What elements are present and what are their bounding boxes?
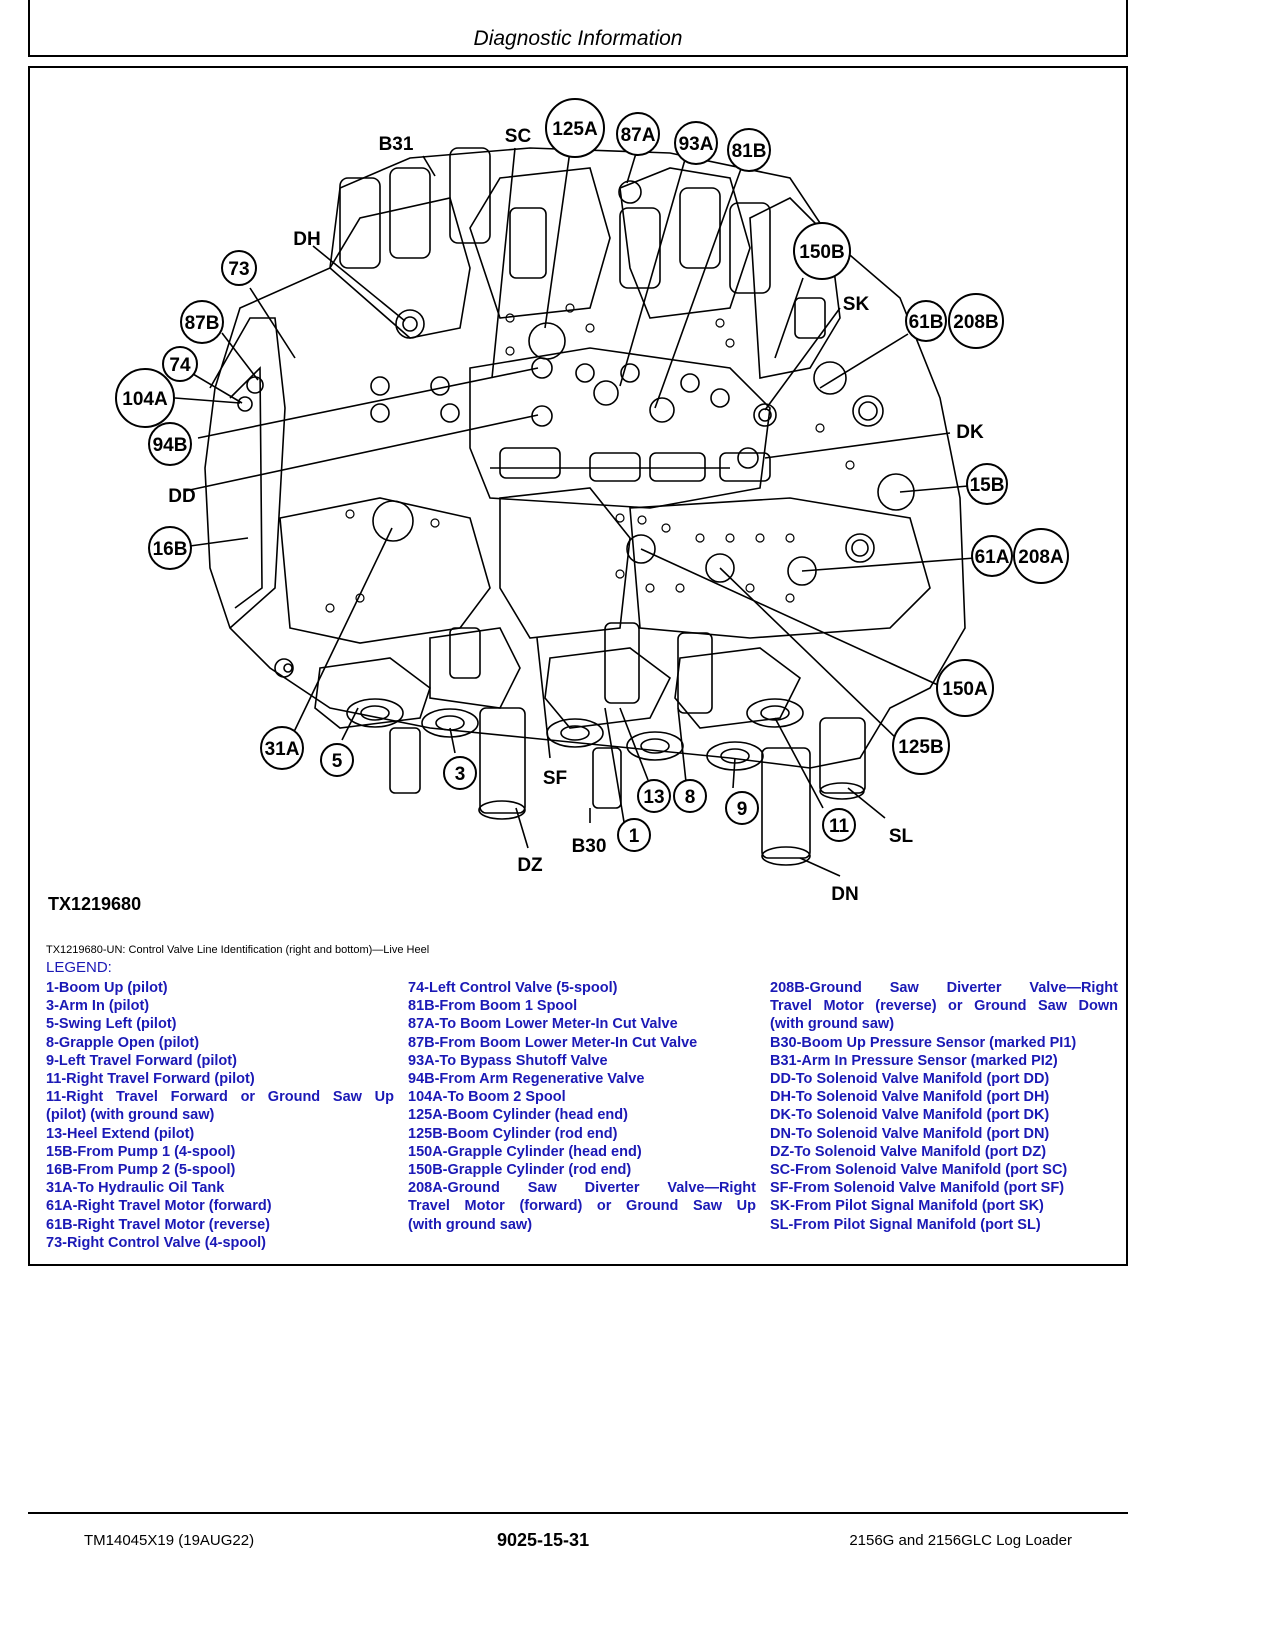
callout-87b: 87B <box>185 313 220 334</box>
legend-item: (with ground saw) <box>408 1216 533 1233</box>
callout-dk: DK <box>956 422 984 443</box>
legend-item: 87B-From Boom Lower Meter-In Cut Valve <box>408 1034 698 1051</box>
callout-93a: 93A <box>679 134 714 155</box>
callout-9: 9 <box>737 799 748 820</box>
callout-73: 73 <box>228 259 249 280</box>
control-valve-illustration: B31 SC 125A 87A 93A 81B DH 150B SK 73 87… <box>115 98 1069 905</box>
callout-208a: 208A <box>1018 547 1064 568</box>
callout-dd: DD <box>168 486 195 507</box>
callout-74: 74 <box>169 355 191 376</box>
legend-item: 8-Grapple Open (pilot) <box>46 1034 200 1051</box>
legend-item: SL-From Pilot Signal Manifold (port SL) <box>770 1216 1041 1233</box>
legend-item: SF-From Solenoid Valve Manifold (port SF… <box>770 1180 1065 1197</box>
callout-b30: B30 <box>572 836 607 857</box>
legend-item: Travel Motor (forward) or Ground Saw Up <box>408 1198 756 1215</box>
footer-page-number: 9025-15-31 <box>497 1530 590 1550</box>
callout-labels: B31 SC 125A 87A 93A 81B DH 150B SK 73 87… <box>122 119 1064 905</box>
callout-94b: 94B <box>153 435 188 456</box>
leader-lines <box>174 147 976 877</box>
callout-150a: 150A <box>942 679 988 700</box>
legend-item: 125B-Boom Cylinder (rod end) <box>408 1125 618 1142</box>
callout-dz: DZ <box>517 855 543 876</box>
callout-sl: SL <box>889 826 914 847</box>
legend-item: B31-Arm In Pressure Sensor (marked PI2) <box>770 1052 1058 1069</box>
callout-87a: 87A <box>621 125 656 146</box>
callout-8: 8 <box>685 787 696 808</box>
legend-item: DH-To Solenoid Valve Manifold (port DH) <box>770 1089 1050 1106</box>
legend-column-3: 208B-Ground Saw Diverter Valve—Right Tra… <box>770 979 1118 1234</box>
callout-13: 13 <box>643 787 664 808</box>
legend-item: 81B-From Boom 1 Spool <box>408 998 578 1015</box>
legend-column-2: 74-Left Control Valve (5-spool) 81B-From… <box>408 979 756 1234</box>
legend-item: 87A-To Boom Lower Meter-In Cut Valve <box>408 1016 678 1033</box>
callout-31a: 31A <box>265 739 300 760</box>
legend-title: LEGEND: <box>46 959 112 976</box>
legend-item: 94B-From Arm Regenerative Valve <box>408 1071 645 1088</box>
legend-item: DD-To Solenoid Valve Manifold (port DD) <box>770 1071 1050 1088</box>
callout-dn: DN <box>831 884 858 905</box>
legend-item: Travel Motor (reverse) or Ground Saw Dow… <box>770 998 1118 1015</box>
page-title: Diagnostic Information <box>473 27 683 50</box>
legend-item: 93A-To Bypass Shutoff Valve <box>408 1052 608 1069</box>
footer-model: 2156G and 2156GLC Log Loader <box>849 1532 1072 1549</box>
callout-1: 1 <box>629 826 640 847</box>
legend-item: 104A-To Boom 2 Spool <box>408 1089 566 1106</box>
legend-item: 61A-Right Travel Motor (forward) <box>46 1198 272 1215</box>
legend-item: 9-Left Travel Forward (pilot) <box>46 1052 237 1069</box>
callout-208b: 208B <box>953 312 998 333</box>
callout-16b: 16B <box>153 539 188 560</box>
legend-item: (with ground saw) <box>770 1016 895 1033</box>
legend-item: 73-Right Control Valve (4-spool) <box>46 1234 266 1251</box>
legend-item: 1-Boom Up (pilot) <box>46 980 168 996</box>
callout-b31: B31 <box>379 134 414 155</box>
legend-item: 3-Arm In (pilot) <box>46 998 150 1015</box>
legend-item: 150A-Grapple Cylinder (head end) <box>408 1143 642 1160</box>
legend-item: 11-Right Travel Forward or Ground Saw Up <box>46 1089 394 1106</box>
figure-caption: TX1219680-UN: Control Valve Line Identif… <box>46 944 430 956</box>
callout-dh: DH <box>293 229 320 250</box>
legend-item: B30-Boom Up Pressure Sensor (marked PI1) <box>770 1034 1077 1051</box>
legend-item: 31A-To Hydraulic Oil Tank <box>46 1180 225 1197</box>
legend-item: SC-From Solenoid Valve Manifold (port SC… <box>770 1162 1068 1179</box>
legend-item: 150B-Grapple Cylinder (rod end) <box>408 1162 632 1179</box>
callout-sk: SK <box>843 294 870 315</box>
legend-item: 208B-Ground Saw Diverter Valve—Right <box>770 980 1118 996</box>
footer-rule <box>28 1512 1128 1514</box>
legend-item: SK-From Pilot Signal Manifold (port SK) <box>770 1198 1044 1215</box>
callout-11: 11 <box>829 816 850 837</box>
callout-150b: 150B <box>799 242 844 263</box>
callout-5: 5 <box>332 751 343 772</box>
legend-item: 61B-Right Travel Motor (reverse) <box>46 1216 271 1233</box>
legend-item: 16B-From Pump 2 (5-spool) <box>46 1162 236 1179</box>
header-box: Diagnostic Information <box>28 0 1128 57</box>
legend-item: 13-Heel Extend (pilot) <box>46 1125 195 1142</box>
valve-body-drawing <box>204 147 966 866</box>
legend-item: 125A-Boom Cylinder (head end) <box>408 1107 628 1124</box>
legend-item: 15B-From Pump 1 (4-spool) <box>46 1143 236 1160</box>
footer-manual-id: TM14045X19 (19AUG22) <box>84 1532 255 1549</box>
valve-small-holes <box>325 303 855 613</box>
legend-item: 5-Swing Left (pilot) <box>46 1016 177 1033</box>
callout-sc: SC <box>505 126 532 147</box>
callout-104a: 104A <box>122 389 168 410</box>
legend-item: 74-Left Control Valve (5-spool) <box>408 980 618 996</box>
legend-item: DZ-To Solenoid Valve Manifold (port DZ) <box>770 1143 1047 1160</box>
callout-circles <box>115 98 1069 852</box>
callout-61a: 61A <box>975 547 1010 568</box>
callout-125a: 125A <box>552 119 598 140</box>
figure-id: TX1219680 <box>48 894 142 914</box>
figure-box: B31 SC 125A 87A 93A 81B DH 150B SK 73 87… <box>28 66 1128 1266</box>
legend-item: DK-To Solenoid Valve Manifold (port DK) <box>770 1107 1050 1124</box>
callout-81b: 81B <box>732 141 767 162</box>
callout-3: 3 <box>455 764 466 785</box>
legend-item: 208A-Ground Saw Diverter Valve—Right <box>408 1180 756 1197</box>
callout-61b: 61B <box>909 312 944 333</box>
callout-125b: 125B <box>898 737 943 758</box>
legend-item: DN-To Solenoid Valve Manifold (port DN) <box>770 1125 1050 1142</box>
callout-15b: 15B <box>970 475 1005 496</box>
legend-column-1: 1-Boom Up (pilot) 3-Arm In (pilot) 5-Swi… <box>46 979 394 1252</box>
callout-sf: SF <box>543 768 567 789</box>
legend-item: 11-Right Travel Forward (pilot) <box>46 1071 255 1088</box>
legend-item: (pilot) (with ground saw) <box>46 1107 215 1124</box>
